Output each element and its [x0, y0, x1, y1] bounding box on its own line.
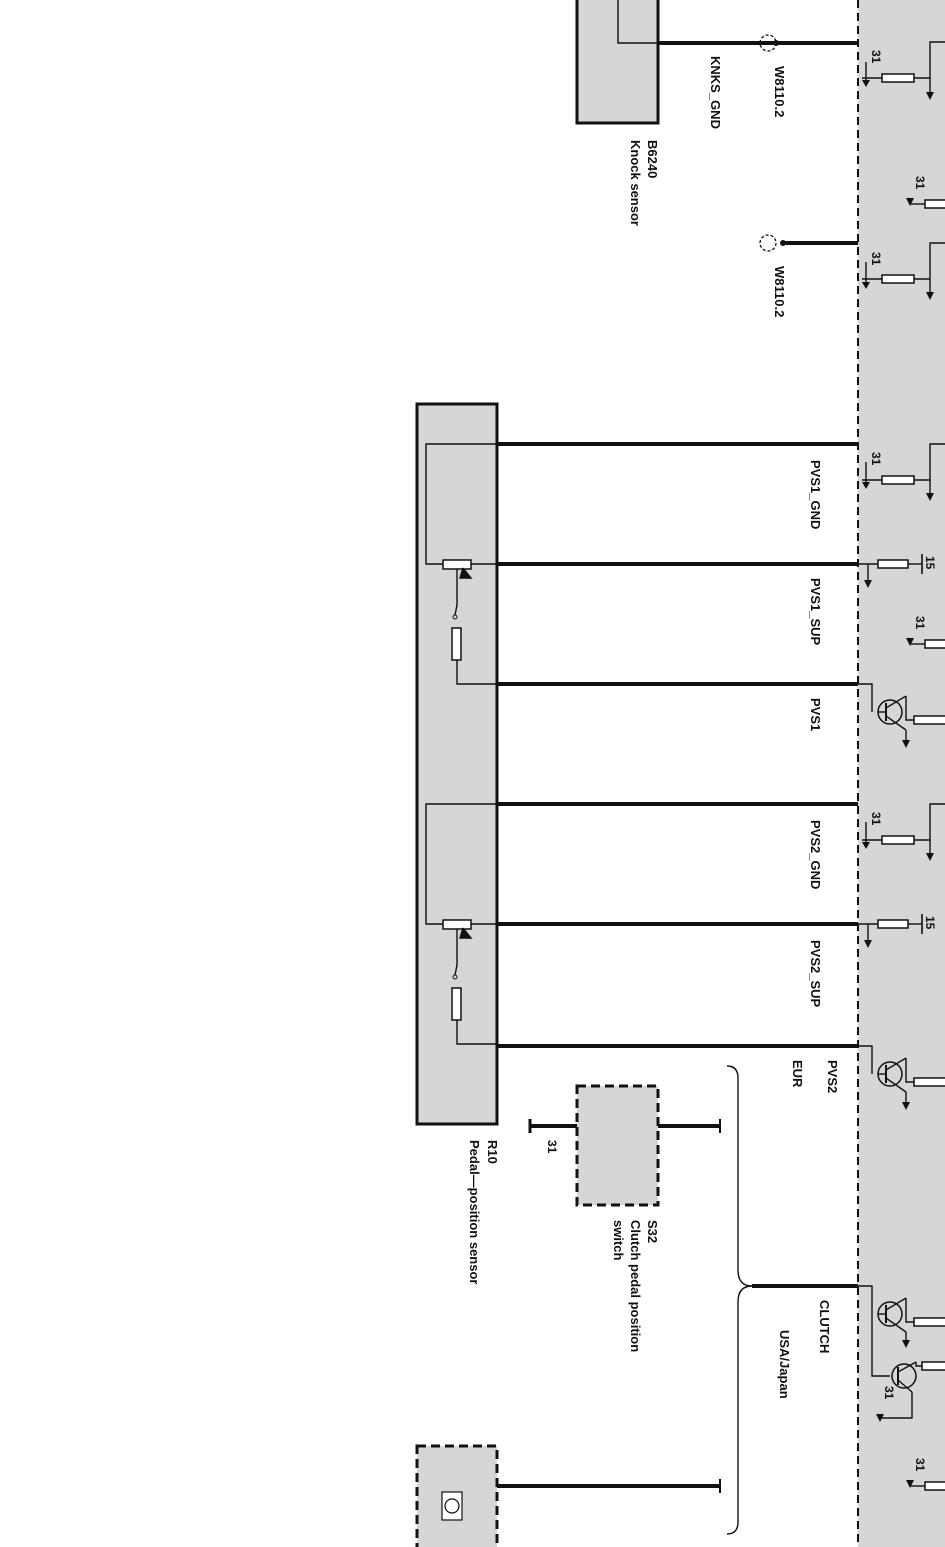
connector-label-w8110-2: W8110.2 — [772, 266, 787, 317]
clutch-switch-name-1: Clutch pedal position — [628, 1220, 643, 1352]
pedal-position-sensor — [415, 402, 499, 1126]
terminal-31-b: 31 — [913, 176, 927, 190]
connector-label-w8110-1: W8110.2 — [772, 66, 787, 117]
terminal-31-e: 31 — [913, 616, 927, 630]
terminal-31-h: 31 — [913, 1458, 927, 1472]
connector-w8110-1 — [759, 34, 779, 52]
clutch-switch-code: S32 — [645, 1220, 660, 1243]
signal-eur: EUR — [790, 1060, 805, 1088]
internal-transistor-pvs2 — [858, 1045, 945, 1110]
signal-pvs1-sup: PVS1_SUP — [808, 578, 823, 646]
signal-usa-japan: USA/Japan — [777, 1330, 792, 1399]
signal-clutch: CLUTCH — [817, 1300, 832, 1353]
knock-sensor-code: B6240 — [645, 140, 660, 178]
internal-transistor-usa — [871, 1314, 945, 1422]
terminal-15-a: 15 — [923, 556, 937, 570]
internal-resistor-1 — [862, 41, 945, 100]
knock-sensor-name: Knock sensor — [628, 140, 643, 226]
signal-pvs2: PVS2 — [825, 1060, 840, 1093]
internal-resistor-7 — [906, 1480, 945, 1491]
knock-sensor — [575, 0, 660, 125]
internal-supply-1 — [858, 554, 923, 588]
signal-pvs2-sup: PVS2_SUP — [808, 940, 823, 1008]
clutch-switch-name-2: switch — [611, 1220, 626, 1261]
internal-transistor-clutch — [858, 1285, 945, 1348]
terminal-31-clutch-ground: 31 — [545, 1140, 559, 1154]
internal-transistor-pvs1 — [858, 683, 945, 748]
pedal-sensor-name: Pedal—position sensor — [467, 1140, 482, 1284]
variant-brace — [726, 1065, 753, 1535]
bottom-component — [415, 1444, 721, 1547]
signal-pvs2-gnd: PVS2_GND — [808, 820, 823, 889]
internal-resistor-3 — [862, 242, 945, 300]
terminal-31-d: 31 — [869, 452, 883, 466]
signal-pvs1-gnd: PVS1_GND — [808, 460, 823, 529]
internal-resistor-6 — [862, 803, 945, 861]
terminal-31-c: 31 — [869, 252, 883, 266]
terminal-31-a: 31 — [869, 50, 883, 64]
terminal-31-f: 31 — [869, 812, 883, 826]
signal-pvs1: PVS1 — [808, 698, 823, 731]
internal-resistor-5 — [906, 638, 945, 649]
terminal-31-g: 31 — [882, 1386, 896, 1400]
signal-knks-gnd: KNKS_GND — [708, 56, 723, 129]
pedal-sensor-code: R10 — [485, 1140, 500, 1164]
internal-supply-2 — [858, 914, 923, 948]
connector-w8110-2 — [759, 234, 786, 252]
internal-resistor-2 — [906, 198, 945, 209]
clutch-pedal-switch — [528, 1084, 721, 1207]
internal-resistor-4 — [862, 443, 945, 501]
terminal-15-b: 15 — [923, 916, 937, 930]
